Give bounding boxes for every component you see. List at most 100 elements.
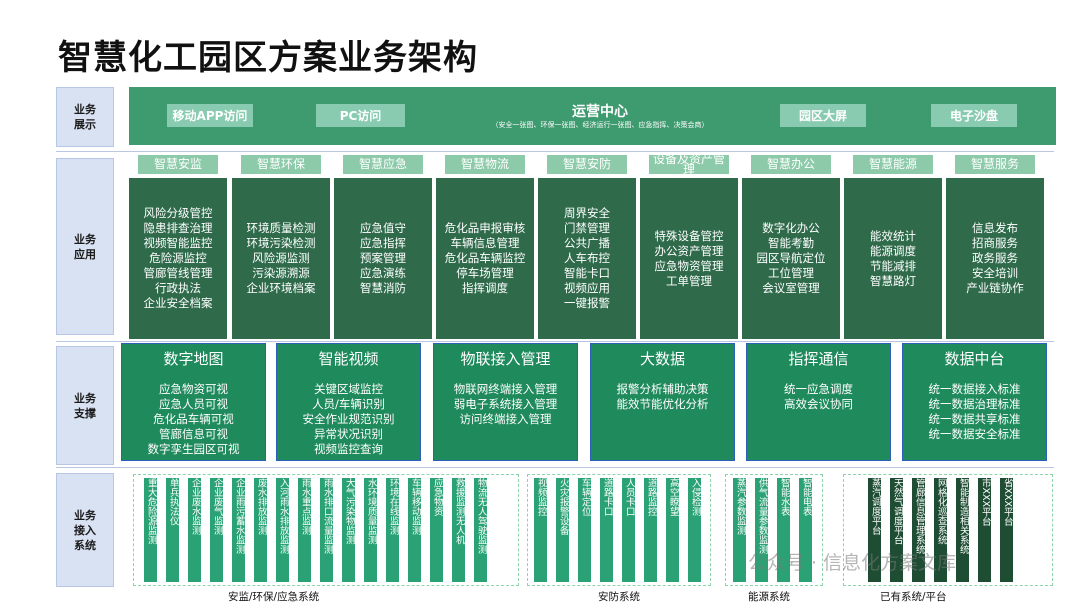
app-feature-item: 特殊设备管控 — [654, 228, 724, 243]
pc-access-button[interactable]: PC访问 — [316, 104, 405, 127]
access-system-item: 企业废气监测 — [210, 478, 223, 582]
app-feature-item: 环境污染检测 — [246, 236, 316, 250]
access-system-item: 入河雨水排放监测 — [276, 478, 289, 582]
app-feature-item: 办公资产管理 — [654, 243, 724, 258]
access-system-item: 高空瞭望 — [666, 478, 679, 582]
support-feature-item: 统一数据安全标准 — [928, 427, 1021, 441]
app-category-tag[interactable]: 智慧能源 — [853, 155, 933, 174]
app-module-box: 危化品申报审核车辆信息管理危化品车辆监控停车场管理指挥调度 — [436, 178, 534, 339]
layer-divider — [56, 341, 1054, 342]
app-feature-item: 应急演练 — [360, 266, 406, 280]
layer-label-application: 业务应用 — [56, 158, 114, 335]
park-big-screen-button[interactable]: 园区大屏 — [780, 104, 866, 127]
access-system-item: 人员卡口 — [622, 478, 635, 582]
access-system-item: 道路卡口 — [600, 478, 613, 582]
app-feature-item: 预案管理 — [360, 251, 406, 265]
app-feature-item: 数字化办公 — [762, 221, 820, 235]
support-feature-item: 应急物资可视 — [159, 382, 228, 396]
support-feature-item: 报警分析辅助决策 — [616, 382, 709, 396]
layer-label-access: 业务接入系统 — [56, 473, 114, 587]
support-feature-item: 访问终端接入管理 — [459, 412, 552, 426]
access-system-item: 火灾报警设备 — [556, 478, 569, 582]
access-group-label: 安监/环保/应急系统 — [228, 591, 320, 603]
app-feature-item: 工位管理 — [768, 266, 814, 280]
access-system-item: 市XXX平台 — [978, 478, 991, 582]
app-feature-item: 公共广播 — [564, 236, 610, 250]
access-system-item: 应急物资 — [430, 478, 443, 582]
operations-center-title: 运营中心 — [572, 104, 628, 120]
support-module-title: 智能视频 — [318, 350, 379, 368]
support-feature-item: 异常状况识别 — [314, 427, 383, 441]
electronic-sandbox-button[interactable]: 电子沙盘 — [931, 104, 1017, 127]
app-feature-item: 风险源监测 — [252, 251, 310, 265]
app-category-tag[interactable]: 智慧环保 — [241, 155, 321, 174]
app-feature-item: 信息发布 — [972, 221, 1018, 235]
app-category-tag[interactable]: 智慧服务 — [955, 155, 1035, 174]
support-module-title: 数字地图 — [163, 350, 224, 368]
access-system-item: 环境在线监测 — [386, 478, 399, 582]
access-system-item: 省XXX平台 — [1000, 478, 1013, 582]
access-system-group — [843, 474, 1053, 586]
support-module-title: 大数据 — [639, 350, 685, 368]
app-category-tag[interactable]: 智慧安监 — [138, 155, 218, 174]
access-system-group — [725, 474, 823, 586]
access-system-item: 大气污染物监测 — [342, 478, 355, 582]
app-feature-item: 应急物资管理 — [654, 258, 724, 273]
app-feature-item: 隐患排查治理 — [143, 221, 213, 235]
app-feature-item: 节能减排 — [870, 258, 916, 273]
app-category-tag[interactable]: 智慧办公 — [751, 155, 831, 174]
app-feature-item: 智能考勤 — [768, 236, 814, 250]
app-feature-item: 智慧消防 — [360, 281, 406, 295]
mobile-app-access-button[interactable]: 移动APP访问 — [167, 104, 253, 127]
access-system-item: 物流无人驾驶监测 — [474, 478, 487, 582]
app-feature-item: 危化品申报审核 — [444, 221, 526, 235]
app-feature-item: 视频智能监控 — [143, 236, 213, 250]
app-module-box: 数字化办公智能考勤园区导航定位工位管理会议室管理 — [742, 178, 840, 339]
app-feature-item: 门禁管理 — [564, 221, 610, 235]
support-module-box: 智能视频关键区域监控人员/车辆识别安全作业规范识别异常状况识别视频监控查询 — [276, 343, 421, 461]
app-feature-item: 指挥调度 — [462, 281, 508, 295]
app-module-box: 周界安全门禁管理公共广播人车布控智能卡口视频应用一键报警 — [538, 178, 636, 339]
support-feature-item: 视频监控查询 — [314, 442, 383, 456]
support-feature-item: 人员/车辆识别 — [312, 397, 385, 411]
app-category-tag[interactable]: 智慧物流 — [445, 155, 525, 174]
access-system-item: 智能电表 — [799, 478, 812, 582]
app-module-box: 能效统计能源调度节能减排智慧路灯 — [844, 178, 942, 339]
access-system-item: 车辆移动监测 — [408, 478, 421, 582]
access-system-item: 救援监测无人机 — [452, 478, 465, 582]
access-system-item: 企业废水监测 — [188, 478, 201, 582]
access-system-item: 重大危险源监测 — [144, 478, 157, 582]
app-category-tag[interactable]: 设备及资产管理 — [649, 155, 729, 174]
app-category-tag[interactable]: 智慧安防 — [547, 155, 627, 174]
app-module-box: 应急值守应急指挥预案管理应急演练智慧消防 — [334, 178, 432, 339]
support-feature-item: 统一应急调度 — [784, 382, 853, 396]
access-system-item: 天然气调度平台 — [890, 478, 903, 582]
access-group-label: 安防系统 — [598, 591, 640, 603]
support-module-title: 物联接入管理 — [460, 350, 551, 368]
support-feature-item: 安全作业规范识别 — [302, 412, 395, 426]
support-feature-item: 能效节能优化分析 — [616, 397, 709, 411]
support-feature-item: 统一数据治理标准 — [928, 397, 1021, 411]
access-system-group — [133, 474, 519, 586]
app-feature-item: 危险源监控 — [149, 251, 207, 265]
access-system-item: 视频监控 — [534, 478, 547, 582]
operations-center-subtitle: （安全一张图、环保一张图、经济运行一张图、应急指挥、决策会商） — [491, 121, 709, 129]
layer-divider — [56, 151, 1054, 152]
support-module-box: 数据中台统一数据接入标准统一数据治理标准统一数据共享标准统一数据安全标准 — [902, 343, 1047, 461]
support-feature-item: 危化品车辆可视 — [153, 412, 234, 426]
app-feature-item: 智能卡口 — [564, 266, 610, 280]
support-module-box: 大数据报警分析辅助决策能效节能优化分析 — [590, 343, 735, 461]
access-system-item: 企业雨污蓄水监测 — [232, 478, 245, 582]
app-feature-item: 招商服务 — [972, 236, 1018, 250]
app-category-tag[interactable]: 智慧应急 — [343, 155, 423, 174]
access-group-label: 能源系统 — [748, 591, 790, 603]
support-feature-item: 关键区域监控 — [314, 382, 383, 396]
access-group-label: 已有系统/平台 — [880, 591, 947, 603]
access-system-item: 管廊信息管理系统 — [912, 478, 925, 582]
access-system-item: 蒸汽调度平台 — [868, 478, 881, 582]
support-module-title: 指挥通信 — [788, 350, 849, 368]
app-feature-item: 一键报警 — [564, 296, 610, 310]
access-system-item: 单兵执法仪 — [166, 478, 179, 582]
app-feature-item: 智慧路灯 — [870, 273, 916, 288]
app-module-box: 特殊设备管控办公资产管理应急物资管理工单管理 — [640, 178, 738, 339]
